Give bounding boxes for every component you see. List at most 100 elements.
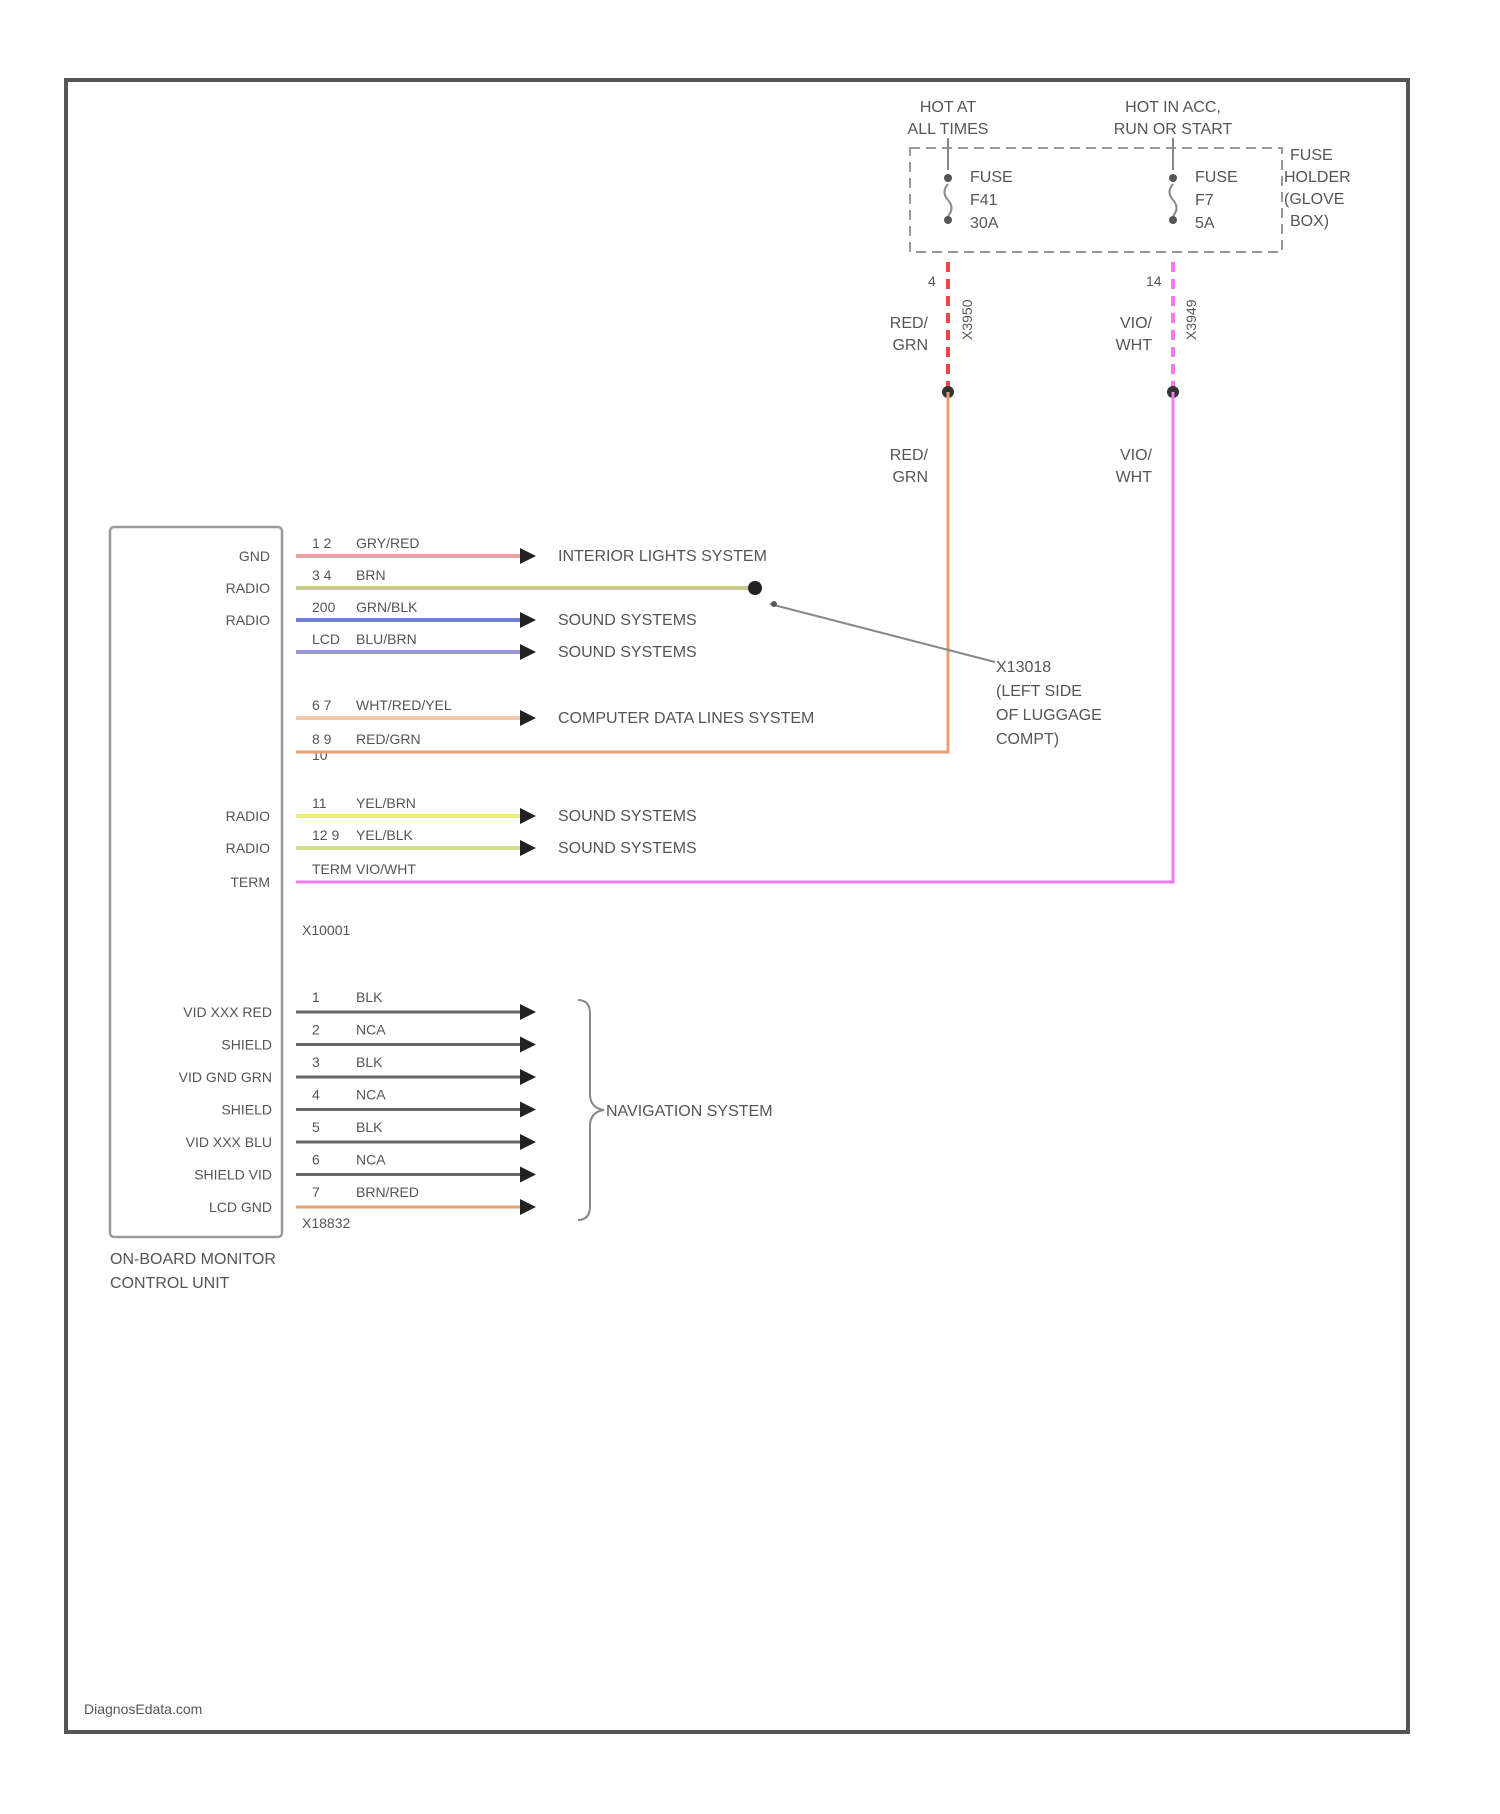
fuse-holder-line1: FUSE <box>1290 147 1333 164</box>
fuse-holder-line4: BOX) <box>1290 213 1329 230</box>
upper-row: 8 9 RED/GRN <box>312 731 421 747</box>
control-unit-name-line2: CONTROL UNIT <box>110 1275 230 1292</box>
pin-number: 11 <box>312 795 327 811</box>
pin-number: 10 <box>312 747 328 763</box>
destination-label: INTERIOR LIGHTS SYSTEM <box>558 548 767 565</box>
upper-row: RADIO200GRN/BLKSOUND SYSTEMS <box>226 599 697 629</box>
connector-b-id: X3949 <box>1183 299 1199 340</box>
destination-label: COMPUTER DATA LINES SYSTEM <box>558 710 814 727</box>
upper-row: RADIO 3 4 BRN <box>226 567 748 596</box>
nav-pin-label: SHIELD <box>221 1102 272 1118</box>
nav-pin-number: 4 <box>312 1087 320 1103</box>
wire-color-label: RED/GRN <box>356 731 421 747</box>
fuse-b-rating: 5A <box>1195 215 1215 232</box>
fuse-b-terminal-bottom <box>1169 216 1177 224</box>
nav-pin-label: VID GND GRN <box>179 1069 272 1085</box>
fuse-a-label: FUSE <box>970 169 1013 186</box>
arrow-icon <box>520 1102 536 1118</box>
fuse-b-element <box>1170 184 1177 216</box>
footer-watermark: DiagnosEdata.com <box>84 1701 202 1717</box>
splice-leader-dot <box>771 601 777 607</box>
fuse-b-id: F7 <box>1195 192 1214 209</box>
upper-row: 10 <box>312 747 328 763</box>
connector-x18832: X18832 <box>302 1215 350 1231</box>
arrow-icon <box>520 1004 536 1020</box>
pin-number: 1 2 <box>312 535 332 551</box>
nav-wire-label: BLK <box>356 1119 383 1135</box>
wire-a-label-bottom-line1: RED/ <box>890 447 929 464</box>
splice-label-line3: OF LUGGAGE <box>996 707 1102 724</box>
nav-pin-number: 7 <box>312 1184 320 1200</box>
fuse-a-rating: 30A <box>970 215 999 232</box>
wire-b-label-top-line1: VIO/ <box>1120 315 1153 332</box>
nav-pin-label: VID XXX RED <box>183 1004 272 1020</box>
power-section: HOT AT ALL TIMES HOT IN ACC, RUN OR STAR… <box>890 99 1351 486</box>
wire-color-label: YEL/BLK <box>356 827 413 843</box>
hot-at-all-times-line1: HOT AT <box>920 99 977 116</box>
connector-x10001: X10001 <box>302 922 350 938</box>
fuse-a-terminal-top <box>944 174 952 182</box>
pin-number: TERM <box>312 861 352 877</box>
arrow-icon <box>520 710 536 726</box>
pin-number: 12 9 <box>312 827 339 843</box>
splice-label-line2: (LEFT SIDE <box>996 683 1082 700</box>
nav-pin-label: SHIELD <box>221 1037 272 1053</box>
splice-label-line4: COMPT) <box>996 731 1059 748</box>
nav-pin-number: 1 <box>312 989 320 1005</box>
fuse-f41: FUSE F41 30A <box>944 138 1013 232</box>
destination-label: SOUND SYSTEMS <box>558 840 697 857</box>
nav-wire-label: NCA <box>356 1152 386 1168</box>
pin-number: 6 7 <box>312 697 332 713</box>
navigation-system-label: NAVIGATION SYSTEM <box>606 1103 773 1120</box>
pin-label: RADIO <box>226 612 270 628</box>
nav-pin-number: 6 <box>312 1152 320 1168</box>
control-unit-name-line1: ON-BOARD MONITOR <box>110 1251 276 1268</box>
nav-wire-label: BRN/RED <box>356 1184 419 1200</box>
fuse-b-label: FUSE <box>1195 169 1238 186</box>
wire-color-label: GRY/RED <box>356 535 420 551</box>
pin-number: LCD <box>312 631 340 647</box>
upper-row: RADIO11YEL/BRNSOUND SYSTEMS <box>226 795 697 825</box>
pin-number: 3 4 <box>312 567 332 583</box>
wire-vio-wht-run <box>296 392 1173 882</box>
fuse-holder-line2: HOLDER <box>1284 169 1351 186</box>
wire-b-label-bottom-line1: VIO/ <box>1120 447 1153 464</box>
arrow-icon <box>520 840 536 856</box>
hot-in-acc-line1: HOT IN ACC, <box>1125 99 1221 116</box>
fuse-a-terminal-bottom <box>944 216 952 224</box>
nav-row: LCD GND 7 BRN/RED <box>209 1184 536 1215</box>
wire-b-label-bottom-line2: WHT <box>1116 469 1153 486</box>
nav-pin-label: LCD GND <box>209 1199 272 1215</box>
pin-label: RADIO <box>226 580 270 596</box>
arrow-icon <box>520 1199 536 1215</box>
connector-a-id: X3950 <box>959 299 975 340</box>
pin-a-number: 4 <box>928 273 936 289</box>
wire-color-label: YEL/BRN <box>356 795 416 811</box>
fuse-a-id: F41 <box>970 192 998 209</box>
fuse-a-element <box>945 184 952 216</box>
wire-a-label-bottom-line2: GRN <box>892 469 928 486</box>
wire-color-label: WHT/RED/YEL <box>356 697 452 713</box>
upper-row: GND 1 2 GRY/RED INTERIOR LIGHTS SYSTEM <box>239 535 767 565</box>
wire-color-label: BRN <box>356 567 386 583</box>
pin-label: GND <box>239 548 270 564</box>
arrow-icon <box>520 612 536 628</box>
fuse-f7: FUSE F7 5A <box>1169 138 1238 232</box>
wire-b-label-top-line2: WHT <box>1116 337 1153 354</box>
navigation-brace <box>578 1000 604 1220</box>
nav-pin-label: SHIELD VID <box>194 1167 272 1183</box>
pin-label: TERM <box>230 874 270 890</box>
destination-label: SOUND SYSTEMS <box>558 612 697 629</box>
upper-row: 6 7 WHT/RED/YEL COMPUTER DATA LINES SYSTEM <box>296 697 814 727</box>
pin-number: 8 9 <box>312 731 332 747</box>
fuse-holder-box <box>910 148 1282 252</box>
fuse-holder-line3: (GLOVE <box>1284 191 1344 208</box>
arrow-icon <box>520 1167 536 1183</box>
upper-wire-rows: GND 1 2 GRY/RED INTERIOR LIGHTS SYSTEM RADIO… <box>226 535 815 890</box>
